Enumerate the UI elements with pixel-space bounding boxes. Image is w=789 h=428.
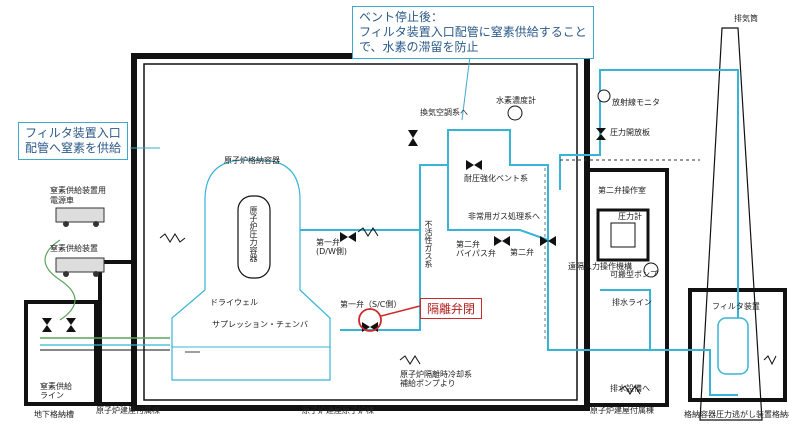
hydrogen-meter-label: 水素濃度計 <box>496 96 536 105</box>
exhaust-label: 換気空調系へ <box>420 108 468 117</box>
first-valve-dw-label: 第一弁 (D/W側) <box>316 238 348 256</box>
filter-label: フィルタ装置 <box>712 302 760 311</box>
truck-wheel <box>93 271 99 277</box>
drain-tank-label: 排水設備へ <box>610 384 650 393</box>
vent-main <box>420 129 651 351</box>
isolation-valve-marker <box>358 308 382 332</box>
break-mark <box>619 385 641 395</box>
left-callout-line: フィルタ装置入口 <box>25 126 121 140</box>
break-mark <box>763 355 777 366</box>
n2-line-left-label: 窒素供給 ライン <box>40 382 72 400</box>
truck-wheel <box>63 271 69 277</box>
exhaust-stack <box>699 27 763 421</box>
break-mark <box>399 355 421 365</box>
containment-upper <box>204 159 301 290</box>
vent-pipe-label: 不活性ガス系 <box>424 220 433 268</box>
pressure-gauge-icon <box>643 262 659 278</box>
attached-building-left-label: 原子炉建屋付属棟 <box>96 406 160 415</box>
attached-building-right-label: 原子炉建屋付属棟 <box>590 406 654 415</box>
n2-truck <box>55 257 105 273</box>
top-callout-line: で、水素の滞留を防止 <box>359 40 479 54</box>
containment-outside-label: 格納容器圧力逃がし装置格納槽 <box>684 410 789 419</box>
isolation-valve-pointer <box>380 305 421 317</box>
n2-hose <box>44 239 76 321</box>
n2-device-label: 窒素供給装置 <box>50 244 98 253</box>
underground-left <box>24 300 98 406</box>
rupture-disk-label: 圧力開放板 <box>610 128 650 137</box>
stack-label: 排気筒 <box>734 14 758 23</box>
suppression-chamber-label: サプレッション・チェンバ <box>212 320 308 329</box>
top-callout-line: ベント停止後： <box>359 10 444 24</box>
second-valve-label: 第二弁 <box>510 248 534 257</box>
radiation-monitor-label: 放射線モニタ <box>612 98 660 107</box>
reactor-vessel <box>237 195 271 279</box>
reactor-building-label: 原子炉建屋原子炉棟 <box>302 406 374 415</box>
shield-room <box>596 208 650 262</box>
valves <box>42 128 606 332</box>
n2-power-label-2: 電源車 <box>50 196 74 205</box>
pressure-gauge-label: 圧力計 <box>618 212 642 221</box>
hardened-vent-label: 耐圧強化ベント系 <box>464 174 528 183</box>
attached-building-left <box>98 260 136 406</box>
drywell-label: ドライウェル <box>210 298 258 307</box>
drain-line-label: 排水ライン <box>612 298 652 307</box>
vent-bypass <box>447 165 549 241</box>
radiation-monitor-icon <box>597 89 611 103</box>
shield-room-inner <box>610 222 636 248</box>
stack-line <box>559 120 601 190</box>
containment-label: 原子炉格納容器 <box>224 156 280 165</box>
break-mark <box>159 233 186 243</box>
backup-pump-label: 可搬型ポンプ <box>610 270 658 279</box>
isolation-valve-label: 隔離弁閉 <box>420 298 483 319</box>
truck-wheel <box>93 221 99 227</box>
top-callout-line: フィルタ装置入口配管に窒素供給すること <box>359 25 587 39</box>
n2-power-label-1: 窒素供給装置用 <box>50 186 106 195</box>
remote-op-label: 遠隔人力操作機構 <box>568 262 632 271</box>
top-callout: ベント停止後： フィルタ装置入口配管に窒素供給すること で、水素の滞留を防止 <box>352 6 594 59</box>
left-callout-line: 配管へ窒素を供給 <box>25 141 122 155</box>
first-valve-sc-label: 第一弁（S/C側） <box>340 300 402 309</box>
attached-building-right <box>585 168 669 407</box>
vent-to-filter <box>650 349 738 396</box>
reactor-building-inner <box>143 63 578 401</box>
break-mark <box>357 227 379 237</box>
truck-wheel <box>63 221 69 227</box>
second-valve-room-label: 第二弁操作室 <box>598 186 646 195</box>
filter-vessel <box>717 317 749 375</box>
pump-to-label: 原子炉隔離時冷却系 補給ポンプより <box>400 370 472 388</box>
hydrogen-meter-icon <box>507 105 523 121</box>
containment-lower <box>171 289 331 381</box>
top-callout-pointer <box>461 55 471 121</box>
second-valve-bypass-label: 第二弁 バイパス弁 <box>456 240 496 258</box>
underground-label: 地下格納槽 <box>34 410 74 419</box>
power-truck <box>55 207 105 223</box>
reactor-vessel-label: 原子炉圧力容器 <box>249 206 258 262</box>
left-callout: フィルタ装置入口 配管へ窒素を供給 <box>18 122 129 160</box>
standby-gas-label: 非常用ガス処理系へ <box>468 212 540 221</box>
